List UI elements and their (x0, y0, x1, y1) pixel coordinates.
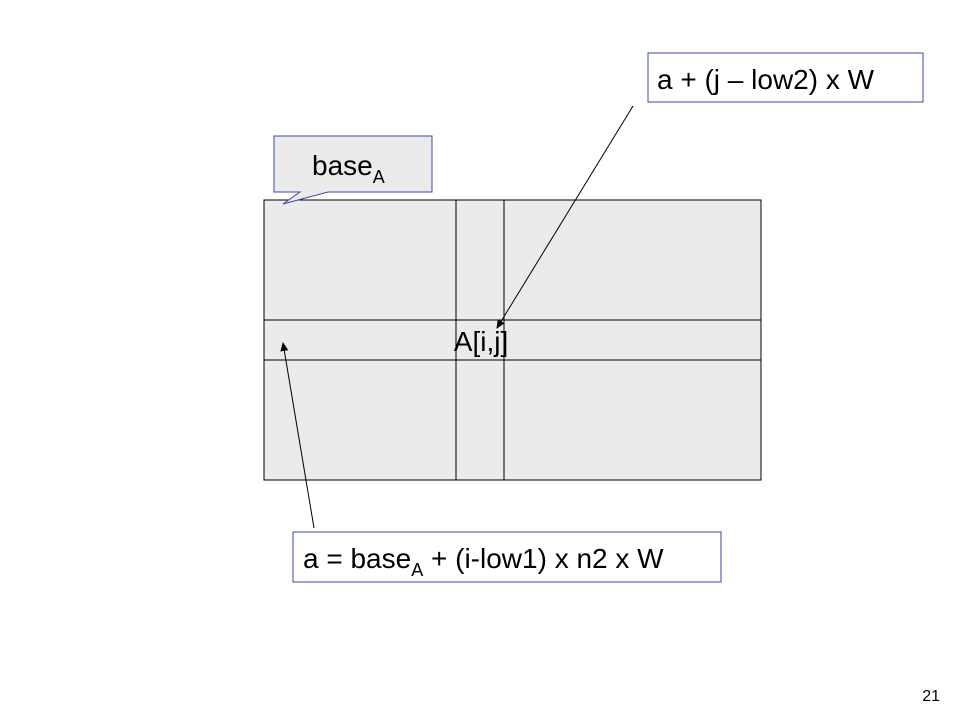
column-formula-arrow (496, 105, 634, 329)
matrix: A[i,j] (263, 199, 762, 481)
column-formula-frame (647, 52, 924, 103)
column-formula-box: a + (j – low2) x W (647, 52, 924, 103)
base-callout-shape (273, 135, 433, 205)
row-formula-text: a = baseA + (i-low1) x n2 x W (303, 543, 664, 580)
row-formula-subscript: A (411, 560, 423, 580)
row-formula-suffix: + (i-low1) x n2 x W (423, 543, 664, 574)
page-number: 21 (922, 688, 940, 705)
row-formula-arrow (280, 342, 315, 529)
base-callout: baseA (273, 135, 433, 205)
base-callout-subscript: A (373, 167, 385, 187)
row-formula-prefix: a = base (303, 543, 411, 574)
base-callout-main: base (312, 150, 373, 181)
matrix-element-label: A[i,j] (454, 326, 508, 357)
matrix-outline (263, 199, 762, 481)
base-callout-text: baseA (312, 150, 385, 187)
row-formula-box: a = baseA + (i-low1) x n2 x W (292, 531, 722, 583)
column-formula-text: a + (j – low2) x W (657, 64, 875, 95)
row-formula-frame (292, 531, 722, 583)
